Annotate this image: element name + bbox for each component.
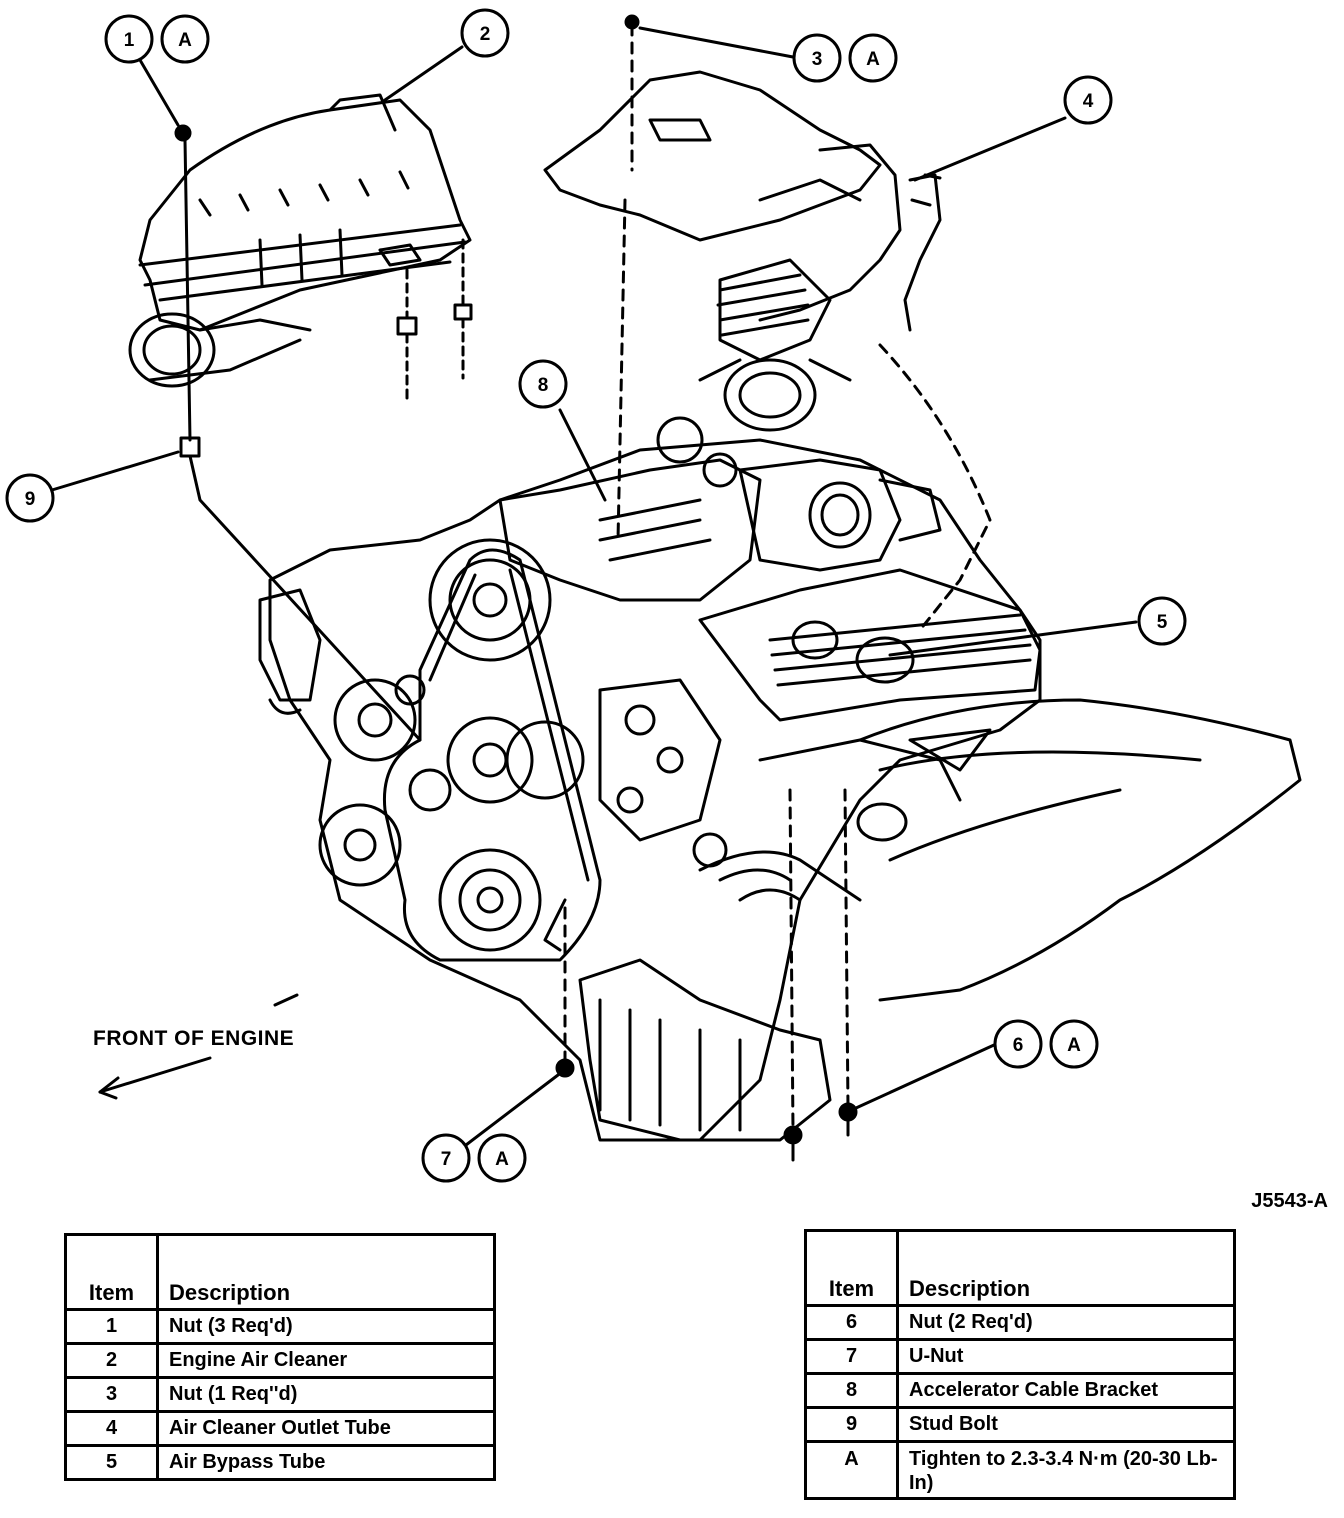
callout-7-number: 7 (441, 1149, 452, 1170)
legend-description: Tighten to 2.3-3.4 N·m (20-30 Lb-In) (896, 1440, 1236, 1500)
engine-block (258, 416, 1302, 1142)
air-cleaner-studs (174, 124, 473, 742)
table-row: 3 Nut (1 Req''d) (64, 1376, 496, 1413)
air-cleaner-housing (128, 93, 472, 388)
callout-9-number: 9 (25, 489, 36, 510)
legend-header: Item Description (64, 1233, 496, 1311)
legend-description: Accelerator Cable Bracket (896, 1372, 1236, 1409)
table-row: 9 Stud Bolt (804, 1406, 1236, 1443)
table-row: 1 Nut (3 Req'd) (64, 1308, 496, 1345)
legend-item: 4 (64, 1410, 159, 1447)
table-row: 8 Accelerator Cable Bracket (804, 1372, 1236, 1409)
callout-3-number: 3 (812, 49, 823, 70)
legend-item: 6 (804, 1304, 899, 1341)
table-row: 2 Engine Air Cleaner (64, 1342, 496, 1379)
front-of-engine-label: FRONT OF ENGINE (93, 1027, 295, 1050)
legend-description: Engine Air Cleaner (156, 1342, 496, 1379)
legend-description: Air Cleaner Outlet Tube (156, 1410, 496, 1447)
figure-id: J5543-A (1251, 1190, 1328, 1212)
legend-description: Nut (3 Req'd) (156, 1308, 496, 1345)
legend-header-item: Item (804, 1229, 899, 1307)
legend-description: Nut (1 Req''d) (156, 1376, 496, 1413)
air-cleaner-outlet-tube (543, 70, 992, 632)
legend-item: 7 (804, 1338, 899, 1375)
callout-7-tag: A (495, 1149, 509, 1170)
table-row: 5 Air Bypass Tube (64, 1444, 496, 1481)
table-row: 4 Air Cleaner Outlet Tube (64, 1410, 496, 1447)
legend-item: 8 (804, 1372, 899, 1409)
callout-5-number: 5 (1157, 612, 1168, 633)
legend-item: 5 (64, 1444, 159, 1481)
legend-description: U-Nut (896, 1338, 1236, 1375)
legend-item: 2 (64, 1342, 159, 1379)
callout-1-number: 1 (124, 30, 135, 51)
legend-table-left: Item Description 1 Nut (3 Req'd) 2 Engin… (64, 1233, 496, 1481)
bottom-studs (543, 788, 858, 1162)
callout-circles (5, 8, 1187, 1183)
legend-item: 9 (804, 1406, 899, 1443)
table-row: A Tighten to 2.3-3.4 N·m (20-30 Lb-In) (804, 1440, 1236, 1500)
callout-1-tag: A (178, 30, 192, 51)
legend-description: Stud Bolt (896, 1406, 1236, 1443)
engine-diagram: 1 A 2 3 A 4 5 6 A 7 A 8 9 (5, 8, 1302, 1183)
callout-3-tag: A (866, 49, 880, 70)
callout-4-number: 4 (1083, 91, 1094, 112)
table-row: 7 U-Nut (804, 1338, 1236, 1375)
legend-header-description: Description (156, 1233, 496, 1311)
legend-header-item: Item (64, 1233, 159, 1311)
legend-table-right: Item Description 6 Nut (2 Req'd) 7 U-Nut… (804, 1229, 1236, 1500)
callout-leaders (50, 26, 1138, 1147)
legend-item: A (804, 1440, 899, 1500)
nut-3-guide (616, 23, 634, 542)
legend-header-description: Description (896, 1229, 1236, 1307)
callout-8-number: 8 (538, 375, 549, 396)
legend-header: Item Description (804, 1229, 1236, 1307)
legend-item: 1 (64, 1308, 159, 1345)
callout-2-number: 2 (480, 24, 491, 45)
legend-description: Air Bypass Tube (156, 1444, 496, 1481)
callout-6-number: 6 (1013, 1035, 1024, 1056)
callout-6-tag: A (1067, 1035, 1081, 1056)
legend-item: 3 (64, 1376, 159, 1413)
table-row: 6 Nut (2 Req'd) (804, 1304, 1236, 1341)
front-of-engine-arrow (98, 993, 299, 1100)
legend-description: Nut (2 Req'd) (896, 1304, 1236, 1341)
